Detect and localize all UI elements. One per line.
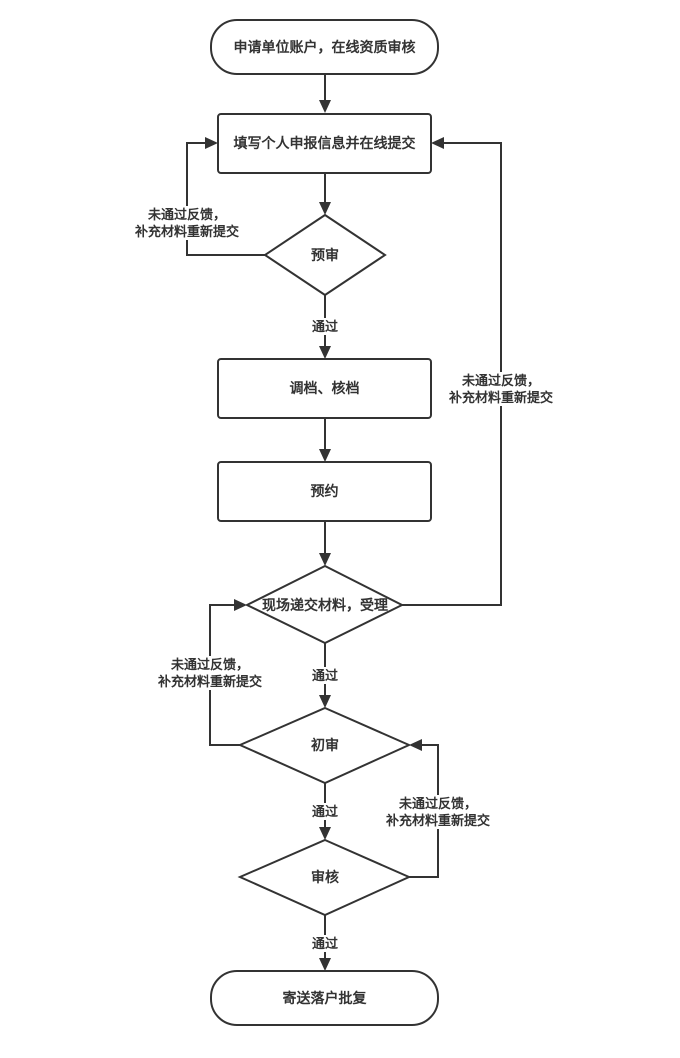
- process-shape: [217, 461, 432, 522]
- edge-label-firstreview-pass: 通过: [308, 803, 342, 820]
- arrowhead-icon: [319, 449, 331, 462]
- node-file-check[interactable]: 调档、核档: [217, 358, 432, 419]
- node-label: 预审: [311, 247, 339, 264]
- arrowhead-icon: [431, 137, 444, 149]
- node-fill-info[interactable]: 填写个人申报信息并在线提交: [217, 113, 432, 174]
- arrowhead-icon: [319, 827, 331, 840]
- terminal-shape: [210, 970, 439, 1026]
- edge-label-prereview-fail: 未通过反馈， 补充材料重新提交: [130, 206, 244, 240]
- terminal-shape: [210, 19, 439, 75]
- arrowhead-icon: [205, 137, 218, 149]
- arrowhead-icon: [409, 739, 422, 751]
- edge-label-line2: 补充材料重新提交: [448, 390, 553, 406]
- process-shape: [217, 358, 432, 419]
- process-shape: [217, 113, 432, 174]
- edge-label-line1: 未通过反馈，: [170, 657, 249, 673]
- decision-shape: [237, 706, 412, 785]
- edge-label-prereview-pass: 通过: [308, 318, 342, 335]
- node-audit[interactable]: 审核: [237, 838, 412, 917]
- edge-label-text: 通过: [312, 319, 338, 335]
- node-label: 现场递交材料，受理: [262, 597, 388, 614]
- node-label: 调档、核档: [290, 380, 360, 397]
- edge-label-text: 通过: [312, 668, 338, 684]
- decision-shape: [263, 213, 387, 297]
- node-label: 审核: [311, 869, 339, 886]
- arrowhead-icon: [319, 958, 331, 971]
- arrowhead-icon: [319, 202, 331, 215]
- node-first-review[interactable]: 初审: [237, 706, 412, 785]
- edge-label-text: 通过: [312, 936, 338, 952]
- decision-shape: [237, 838, 412, 917]
- edge-label-onsite-pass: 通过: [308, 667, 342, 684]
- edge-label-line1: 未通过反馈，: [147, 207, 226, 223]
- arrowhead-icon: [234, 599, 247, 611]
- node-label: 填写个人申报信息并在线提交: [234, 135, 416, 152]
- node-start[interactable]: 申请单位账户，在线资质审核: [210, 19, 439, 75]
- node-label: 初审: [311, 737, 339, 754]
- edge-label-line2: 补充材料重新提交: [385, 813, 490, 829]
- node-label: 申请单位账户，在线资质审核: [234, 39, 416, 56]
- node-label: 预约: [311, 483, 339, 500]
- arrowhead-icon: [319, 100, 331, 113]
- edge-label-firstreview-fail: 未通过反馈， 补充材料重新提交: [153, 656, 267, 690]
- edge-label-line1: 未通过反馈，: [461, 373, 540, 389]
- node-onsite[interactable]: 现场递交材料，受理: [244, 564, 405, 645]
- edge-label-text: 通过: [312, 804, 338, 820]
- edge-label-line1: 未通过反馈，: [398, 796, 477, 812]
- decision-shape: [244, 564, 405, 645]
- edge-label-audit-pass: 通过: [308, 935, 342, 952]
- arrowhead-icon: [319, 346, 331, 359]
- edge-label-audit-fail: 未通过反馈， 补充材料重新提交: [382, 795, 496, 829]
- node-label: 寄送落户批复: [283, 990, 368, 1007]
- edge-prereview-fail-loop: [186, 142, 265, 256]
- arrowhead-icon: [319, 695, 331, 708]
- edge-label-onsite-fail: 未通过反馈， 补充材料重新提交: [444, 372, 558, 406]
- edge-label-line2: 补充材料重新提交: [157, 674, 262, 690]
- node-end[interactable]: 寄送落户批复: [210, 970, 439, 1026]
- arrowhead-icon: [319, 553, 331, 566]
- edge-label-line2: 补充材料重新提交: [134, 224, 239, 240]
- node-pre-review[interactable]: 预审: [263, 213, 387, 297]
- node-appointment[interactable]: 预约: [217, 461, 432, 522]
